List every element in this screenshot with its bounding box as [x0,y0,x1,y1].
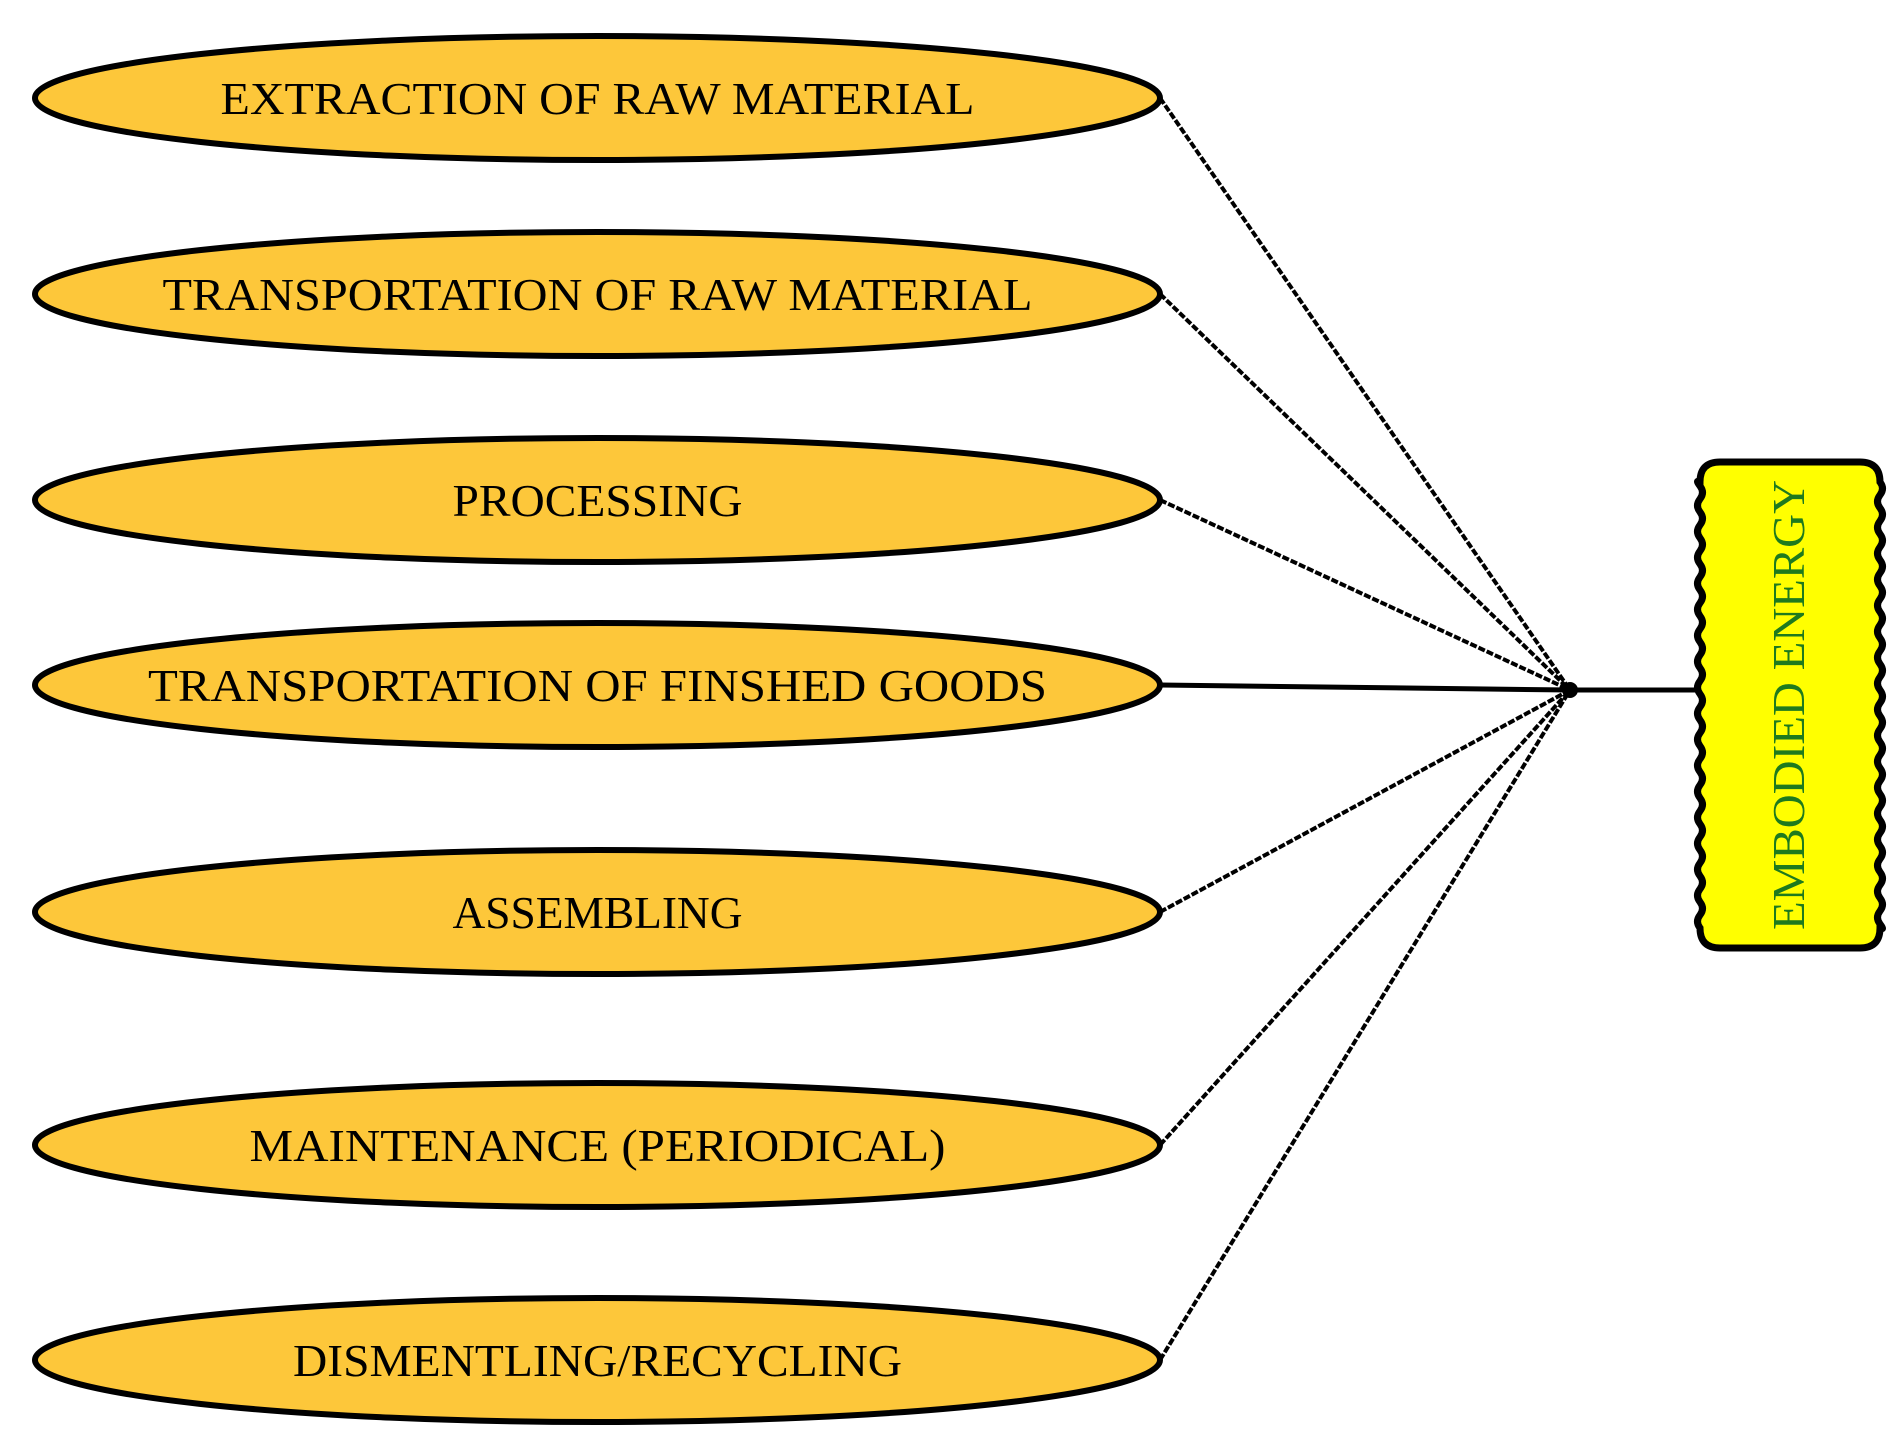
stage-node: EXTRACTION OF RAW MATERIAL [32,33,1163,163]
stage-ellipse [32,1080,1163,1210]
stages: EXTRACTION OF RAW MATERIAL TRANSPORTATION… [32,33,1163,1425]
stage-label: ASSEMBLING [453,887,743,938]
stage-label: TRANSPORTATION OF RAW MATERIAL [163,269,1033,320]
embodied-energy-node: EMBODIED ENERGY [1694,458,1886,952]
connector-line [1158,688,1572,1362]
stage-label: DISMENTLING/RECYCLING [293,1335,902,1386]
stage-ellipse [32,33,1163,163]
stage-ellipse [32,435,1163,565]
stage-label: TRANSPORTATION OF FINSHED GOODS [148,660,1047,711]
connector-line [1159,682,1571,693]
stage-node: ASSEMBLING [32,847,1163,977]
stage-ellipse [32,847,1163,977]
stage-node: DISMENTLING/RECYCLING [32,1295,1163,1425]
stage-ellipse [32,229,1163,359]
connector-line [1159,498,1571,692]
stage-node: TRANSPORTATION OF FINSHED GOODS [32,620,1163,750]
stage-label: PROCESSING [453,475,743,526]
stage-node: MAINTENANCE (PERIODICAL) [32,1080,1163,1210]
stage-ellipse [32,620,1163,750]
embodied-energy-box [1694,458,1886,952]
stage-label: EXTRACTION OF RAW MATERIAL [221,73,975,124]
connector-line [1158,292,1572,692]
connectors [1158,96,1700,1362]
connector-line [1159,688,1571,914]
stage-ellipse [32,1295,1163,1425]
embodied-energy-label: EMBODIED ENERGY [1763,480,1814,930]
stage-node: TRANSPORTATION OF RAW MATERIAL [32,229,1163,359]
connector-line [1158,688,1572,1147]
connector-line [1158,96,1572,692]
hub-junction [1562,682,1578,698]
stage-label: MAINTENANCE (PERIODICAL) [250,1120,946,1171]
stage-node: PROCESSING [32,435,1163,565]
